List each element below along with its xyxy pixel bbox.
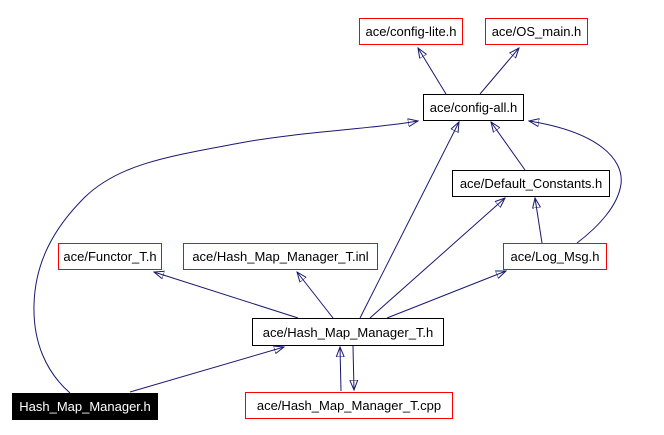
node-ace-log-msg-h[interactable]: ace/Log_Msg.h bbox=[503, 243, 607, 270]
node-ace-hash-map-manager-t-inl[interactable]: ace/Hash_Map_Manager_T.inl bbox=[183, 243, 378, 270]
node-ace-hash-map-manager-t-cpp[interactable]: ace/Hash_Map_Manager_T.cpp bbox=[245, 392, 453, 419]
node-hash-map-manager-h-root: Hash_Map_Manager.h bbox=[12, 393, 158, 420]
edge-hash-map-manager-t-h-to-functor-t bbox=[154, 272, 299, 319]
edge-config-all-to-config-lite bbox=[418, 48, 447, 95]
edge-hash-map-manager-t-h-to-config-all bbox=[359, 122, 459, 319]
node-ace-hash-map-manager-t-h[interactable]: ace/Hash_Map_Manager_T.h bbox=[252, 318, 444, 346]
edge-root-to-hash-map-manager-t-h bbox=[129, 347, 284, 393]
edge-log-msg-to-config-all bbox=[529, 121, 622, 244]
node-ace-default-constants-h[interactable]: ace/Default_Constants.h bbox=[452, 170, 610, 197]
edge-hash-map-manager-t-h-to-default-constants bbox=[369, 198, 505, 319]
edge-default-constants-to-config-all bbox=[491, 122, 526, 171]
node-ace-config-all-h[interactable]: ace/config-all.h bbox=[423, 94, 524, 121]
edge-log-msg-to-default-constants bbox=[535, 198, 543, 244]
node-ace-functor-t-h[interactable]: ace/Functor_T.h bbox=[58, 243, 162, 270]
edge-hash-map-manager-t-h-to-log-msg bbox=[386, 271, 506, 319]
edge-cpp-to-hash-map-manager-t-h bbox=[340, 347, 341, 392]
node-ace-config-lite-h[interactable]: ace/config-lite.h bbox=[359, 18, 463, 45]
node-ace-os-main-h[interactable]: ace/OS_main.h bbox=[485, 18, 588, 45]
edge-hash-map-manager-t-h-to-inl bbox=[297, 272, 334, 319]
edge-root-to-config-all bbox=[33, 121, 418, 394]
edge-hash-map-manager-t-h-to-cpp bbox=[353, 345, 354, 390]
edge-config-all-to-os-main bbox=[479, 48, 519, 95]
